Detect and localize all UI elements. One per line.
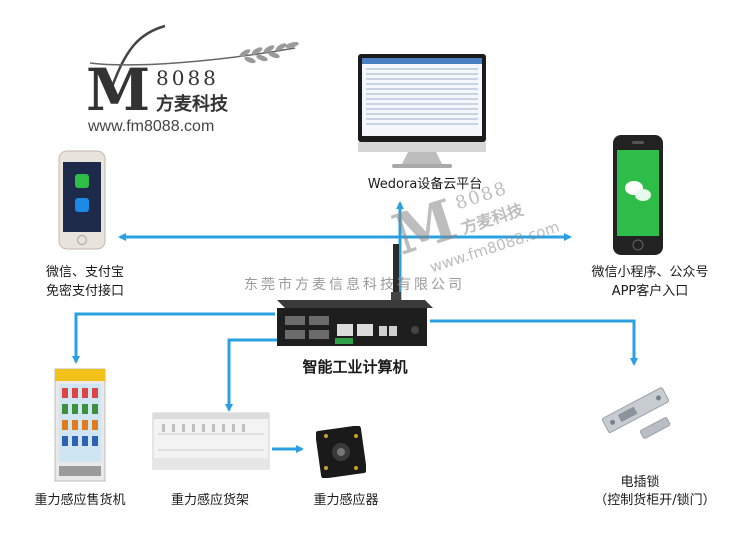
right-phone <box>612 134 664 256</box>
fm-logo: M 8088 方麦科技 www.fm8088.com <box>70 18 310 138</box>
left-phone-label-1: 微信、支付宝 <box>45 265 124 280</box>
left-phone <box>58 150 106 250</box>
wheat-icon <box>89 24 299 94</box>
antenna-icon <box>393 244 399 298</box>
industrial-computer <box>275 238 435 350</box>
electric-lock <box>596 376 676 446</box>
logo-mark: M <box>86 56 151 124</box>
gravity-shelf <box>152 412 270 470</box>
gravity-sensor <box>316 426 366 478</box>
alipay-icon <box>75 198 89 212</box>
watermark-company: 东莞市方麦信息科技有限公司 <box>244 277 465 293</box>
lock-label-1: 电插锁 <box>620 475 660 490</box>
lock-label-2: （控制货柜开/锁门） <box>594 493 716 508</box>
arrow-to-vending <box>72 312 275 364</box>
logo-url: www.fm8088.com <box>88 118 215 135</box>
vending-label: 重力感应售货机 <box>34 493 126 508</box>
cloud-monitor <box>356 52 488 170</box>
arrow-to-shelf <box>225 338 285 412</box>
right-phone-label-1: 微信小程序、公众号 <box>591 265 709 280</box>
right-phone-label-2: APP客户入口 <box>611 284 689 299</box>
logo-digits: 8088 <box>156 66 219 90</box>
computer-label: 智能工业计算机 <box>302 358 408 376</box>
arrow-to-lock <box>430 319 638 366</box>
sensor-label: 重力感应器 <box>313 493 379 508</box>
wechat-icon <box>625 181 651 201</box>
left-phone-label-2: 免密支付接口 <box>45 284 124 299</box>
logo-company: 方麦科技 <box>156 94 228 115</box>
shelf-label: 重力感应货架 <box>170 493 249 508</box>
wechat-pay-icon <box>75 174 89 188</box>
vending-machine <box>54 368 106 482</box>
cloud-label: Wedora设备云平台 <box>367 177 483 192</box>
